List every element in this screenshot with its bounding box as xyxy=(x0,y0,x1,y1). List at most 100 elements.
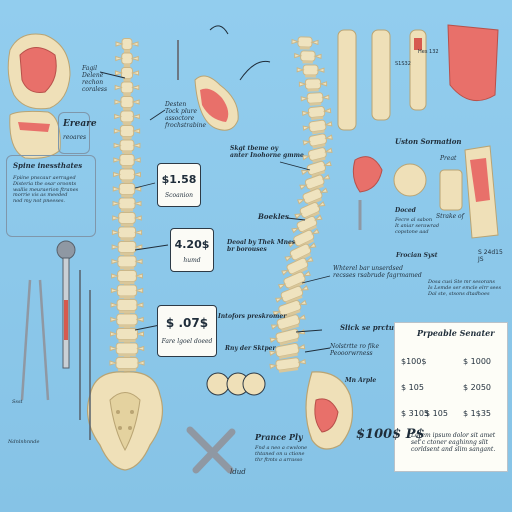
bone-cross-section-topleft xyxy=(7,33,71,159)
label-uston: Uston Sormation xyxy=(395,137,462,146)
vertebra xyxy=(294,50,322,64)
label-boekles: Boekles xyxy=(258,212,289,221)
price-comparison-card: Prpeable Senater $100$ $ 1000 $ 105 $ 20… xyxy=(394,322,508,472)
vertebra xyxy=(111,255,143,270)
label-whterel: Whterel bar unserdsed recsses rsabrude f… xyxy=(333,265,422,279)
label-fagil: Fagil Delene rechon coraless xyxy=(82,65,108,93)
card-row2-b: $ 2050 xyxy=(463,383,491,392)
vertebra xyxy=(300,92,330,106)
vertebra xyxy=(298,78,328,92)
label-ndn: Ndnlnhnnde xyxy=(8,439,40,445)
vertebra xyxy=(113,125,141,139)
price-tag-2-caption: humd xyxy=(183,257,201,264)
side-spine-column xyxy=(269,36,353,450)
vertebra xyxy=(269,357,306,373)
surgical-tools xyxy=(20,240,91,440)
vertebra xyxy=(296,64,325,78)
ereare-box: Ereare reoares xyxy=(58,112,97,154)
label-rny: Rny der Sktper xyxy=(225,345,276,352)
label-deoal: Deoal by Thek Mnes br borouses xyxy=(227,239,296,253)
label-hes132: Hes 132 xyxy=(418,49,439,55)
label-fecre: Fecre al sabon It aniar serawrad copston… xyxy=(395,217,440,235)
card-row2-a: $ 105 xyxy=(401,383,424,392)
label-prance: Prance Ply xyxy=(255,432,303,442)
price-tag-3-caption: Fare lgoel doeed xyxy=(161,338,213,345)
label-strake: Strake of xyxy=(436,213,464,220)
vertebra xyxy=(113,154,141,168)
vertebra xyxy=(112,197,142,212)
vertebra xyxy=(302,147,333,163)
vertebra xyxy=(115,38,139,52)
vertebra xyxy=(114,81,140,96)
card-big-price: $100$ P$ xyxy=(356,427,425,442)
label-frocian: Frocian Syst xyxy=(396,252,438,259)
vertebra xyxy=(114,110,140,125)
vertebra xyxy=(275,285,309,305)
vertebra xyxy=(277,270,311,291)
price-tag-1-value: $1.58 xyxy=(161,173,197,186)
label-ereare: Ereare xyxy=(63,119,97,129)
card-footnote: Lorem ipsum dolor sit amet set'c ctoner … xyxy=(411,432,496,453)
vertebra xyxy=(111,226,143,241)
vertebra xyxy=(114,67,140,81)
vertebra xyxy=(299,174,331,192)
card-row1-a: $100$ xyxy=(401,357,427,366)
vertebra xyxy=(113,139,141,154)
label-s24d15: S 24d15 JS xyxy=(478,249,503,263)
label-intofors: Intofors preskromer xyxy=(218,313,287,320)
label-spine-body: Fpiine pnscaur aerraged Disteria the osa… xyxy=(13,175,79,204)
vertebra xyxy=(302,119,333,135)
vertebra xyxy=(291,36,319,50)
vertebra xyxy=(269,328,306,346)
vertebra xyxy=(269,342,306,360)
label-skgt: Skgt tbeme oy anter Inohorne gmme xyxy=(230,145,304,159)
label-ldud: ldud xyxy=(230,468,246,476)
vertebra xyxy=(112,183,142,197)
card-row3-c: $ 105 xyxy=(425,409,448,418)
vertebra xyxy=(110,328,144,342)
vertebra xyxy=(111,270,143,284)
label-mn-arple: Mn Arple xyxy=(345,377,377,384)
spine-info-box: Spine inessthates Fpiine pnscaur aerrage… xyxy=(6,155,96,237)
card-row3-b: $ 1$35 xyxy=(463,409,491,418)
vertebra xyxy=(302,133,333,149)
price-tag-1-caption: Scoanion xyxy=(165,192,193,199)
price-tag-3-value: $ .07$ xyxy=(165,316,209,330)
vertebra xyxy=(110,299,144,313)
label-nolstrtte: Nolstrtte ro fike Peooorwrness xyxy=(330,343,379,357)
bone-icons-row xyxy=(186,372,266,474)
vertebra xyxy=(111,241,143,255)
vertebra xyxy=(109,357,145,371)
vertebra xyxy=(114,96,140,110)
card-title: Prpeable Senater xyxy=(417,328,495,338)
label-reoares: reoares xyxy=(63,134,87,141)
detail-bones-right xyxy=(352,145,499,239)
price-tag-3: $ .07$ Fare lgoel doeed xyxy=(157,305,217,357)
vertebra xyxy=(109,342,145,357)
label-fnd: Fnd a neo a cwvlone thtaned on u ctione … xyxy=(255,445,308,463)
label-ssst: Ssst xyxy=(12,399,23,405)
vertebra xyxy=(270,314,306,332)
card-row3-a: $ 3105 xyxy=(401,409,429,418)
vertebra xyxy=(301,106,332,121)
vertebra xyxy=(113,168,141,183)
vertebra xyxy=(110,313,144,328)
label-s1s32: S1S32 xyxy=(395,61,411,67)
vertebra xyxy=(272,299,308,319)
vertebra xyxy=(300,160,332,178)
price-tag-2: 4.20$ humd xyxy=(170,228,214,272)
central-spine-column xyxy=(87,38,163,471)
vertebra xyxy=(115,52,139,67)
price-tag-2-value: 4.20$ xyxy=(174,238,210,251)
leader-lines xyxy=(99,71,331,353)
vertebra xyxy=(112,212,142,226)
label-doced: Doced xyxy=(395,207,416,214)
long-bones-topright xyxy=(337,24,499,131)
label-preat: Preat xyxy=(440,155,457,162)
price-tag-1: $1.58 Scoanion xyxy=(157,163,201,207)
label-slick: Slick se prcture xyxy=(340,323,403,332)
femur-fragment-top xyxy=(177,25,271,131)
label-dosa: Dosa cusi Ste mr sesorans Is Lemde ser e… xyxy=(428,279,502,297)
